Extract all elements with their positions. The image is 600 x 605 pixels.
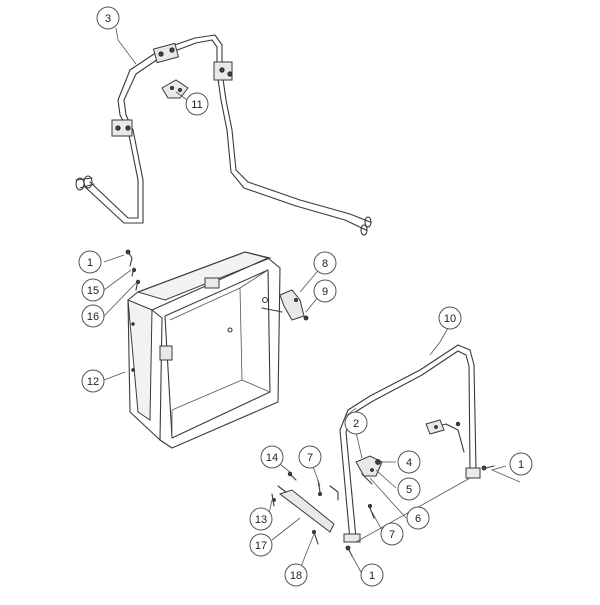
small-bracket: [161, 79, 189, 99]
lever-arm: [271, 471, 339, 545]
leader-lines: [103, 27, 521, 575]
callout-10: 10: [438, 306, 462, 330]
svg-text:11: 11: [191, 99, 202, 111]
callout-18: 18: [284, 563, 308, 587]
svg-text:9: 9: [322, 286, 328, 298]
callout-3: 3: [96, 6, 120, 30]
svg-text:7: 7: [307, 452, 313, 464]
callout-1-a: 1: [78, 250, 102, 274]
svg-text:1: 1: [518, 459, 524, 471]
callout-9: 9: [313, 279, 337, 303]
svg-text:13: 13: [255, 514, 267, 526]
callout-16: 16: [81, 304, 105, 328]
box-frame: [127, 251, 281, 449]
callout-11: 11: [185, 92, 209, 116]
callout-13: 13: [249, 507, 273, 531]
svg-text:6: 6: [415, 513, 421, 525]
callout-5: 5: [397, 477, 421, 501]
svg-text:7: 7: [389, 529, 395, 541]
svg-text:1: 1: [369, 570, 375, 582]
svg-text:4: 4: [406, 457, 412, 469]
callout-12: 12: [81, 369, 105, 393]
svg-text:15: 15: [87, 285, 99, 297]
side-bracket: [261, 289, 309, 321]
svg-text:8: 8: [322, 258, 328, 270]
latch-assembly: [355, 455, 383, 485]
fasteners-top-left: [125, 249, 140, 291]
callout-7-a: 7: [298, 445, 322, 469]
callout-15: 15: [81, 278, 105, 302]
svg-text:3: 3: [105, 13, 111, 25]
svg-text:16: 16: [87, 311, 99, 323]
callout-6: 6: [406, 506, 430, 530]
svg-text:18: 18: [290, 570, 302, 582]
callout-8: 8: [313, 251, 337, 275]
callout-7-b: 7: [380, 522, 404, 546]
callout-1-c: 1: [360, 563, 384, 587]
svg-text:2: 2: [353, 418, 359, 430]
svg-text:10: 10: [444, 313, 456, 325]
callout-1-b: 1: [509, 452, 533, 476]
svg-text:14: 14: [266, 452, 278, 464]
callout-17: 17: [249, 533, 273, 557]
svg-text:1: 1: [87, 257, 93, 269]
svg-text:12: 12: [87, 376, 99, 388]
callout-4: 4: [397, 450, 421, 474]
callout-14: 14: [260, 445, 284, 469]
callout-2: 2: [344, 411, 368, 435]
svg-text:17: 17: [255, 540, 267, 552]
svg-text:5: 5: [406, 484, 412, 496]
hose-assembly: [75, 34, 372, 236]
